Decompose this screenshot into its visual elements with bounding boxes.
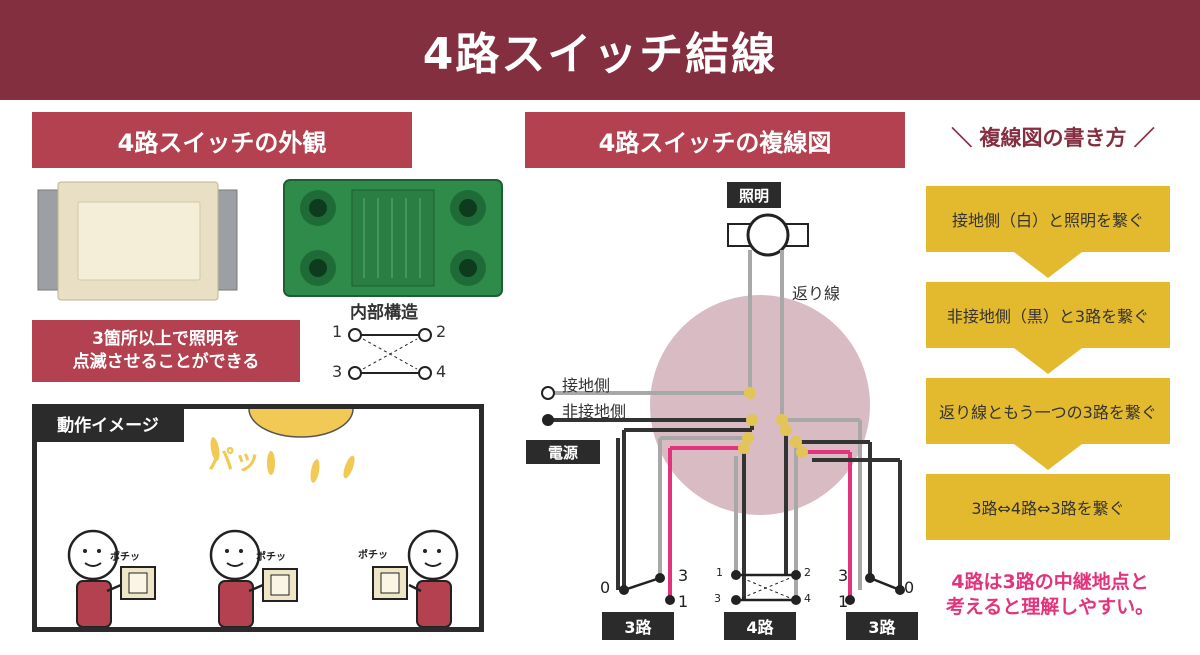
step-3-box: 返り線ともう一つの3路を繋ぐ xyxy=(926,378,1170,444)
note-text: 4路は3路の中継地点と 考えると理解しやすい。 xyxy=(926,570,1174,620)
light-sound-text: パッ xyxy=(208,446,261,476)
description-line-1: 3箇所以上で照明を xyxy=(92,329,240,349)
4way-terminal-1: 1 xyxy=(716,566,723,579)
description-box: 3箇所以上で照明を 点滅させることができる xyxy=(32,320,300,382)
howto-title: ＼ 複線図の書き方 ／ xyxy=(951,126,1155,150)
appearance-section-title: 4路スイッチの外観 xyxy=(32,112,412,168)
left-3way-terminal-0: 0 xyxy=(600,578,611,597)
terminal-1-label: 1 xyxy=(332,322,343,341)
power-label: 電源 xyxy=(526,440,600,464)
operation-illustration xyxy=(67,409,459,627)
right-3way-terminal-1: 1 xyxy=(838,592,849,611)
terminal-4-label: 4 xyxy=(436,362,447,381)
4way-terminal-3: 3 xyxy=(714,592,721,605)
step-3-arrow xyxy=(1014,444,1082,470)
left-3way-terminal-1: 1 xyxy=(678,592,689,611)
right-3way-terminal-0: 0 xyxy=(904,578,915,597)
junction-box-circle xyxy=(650,295,870,515)
terminal-2-label: 2 xyxy=(436,322,447,341)
step-2-text: 非接地側（黒）と3路を繋ぐ xyxy=(946,307,1150,326)
operation-image-frame xyxy=(32,404,484,632)
note-line-2: 考えると理解しやすい。 xyxy=(945,596,1155,618)
internal-structure-label: 内部構造 xyxy=(350,303,418,323)
ground-side-label: 接地側 xyxy=(562,376,611,395)
wiring-diagram-title: 4路スイッチの複線図 xyxy=(525,112,905,168)
nonground-side-label: 非接地側 xyxy=(562,402,627,421)
switch-front-image xyxy=(37,181,238,301)
light-bulb xyxy=(746,213,790,257)
wiring-diagram xyxy=(541,213,905,605)
return-wire-label: 返り線 xyxy=(792,284,841,303)
right-3way-label: 3路 xyxy=(846,612,918,640)
step-1-arrow xyxy=(1014,252,1082,278)
step-3-text: 返り線ともう一つの3路を繋ぐ xyxy=(939,403,1157,422)
onomatopoeia-1: ポチッ xyxy=(110,552,140,563)
4way-terminal-2: 2 xyxy=(804,566,811,579)
left-3way-terminal-3: 3 xyxy=(678,566,689,585)
description-line-2: 点滅させることができる xyxy=(72,352,260,372)
page-header: 4路スイッチ結線 xyxy=(0,0,1200,100)
left-3way-label: 3路 xyxy=(602,612,674,640)
page-title: 4路スイッチ結線 xyxy=(422,29,778,80)
step-1-text: 接地側（白）と照明を繋ぐ xyxy=(951,211,1144,230)
operation-image-title: 動作イメージ xyxy=(32,404,184,442)
note-line-1: 4路は3路の中継地点と xyxy=(951,571,1149,593)
step-1-box: 接地側（白）と照明を繋ぐ xyxy=(926,186,1170,252)
step-2-arrow xyxy=(1014,348,1082,374)
onomatopoeia-2: ポチッ xyxy=(256,552,286,563)
step-4-text: 3路⇔4路⇔3路を繋ぐ xyxy=(971,499,1125,518)
4way-terminal-4: 4 xyxy=(804,592,811,605)
4way-label: 4路 xyxy=(724,612,796,640)
switch-back-image xyxy=(283,179,503,297)
right-3way-terminal-3: 3 xyxy=(838,566,849,585)
internal-structure-diagram xyxy=(348,328,432,380)
step-2-box: 非接地側（黒）と3路を繋ぐ xyxy=(926,282,1170,348)
wiring-diagram-title-text: 4路スイッチの複線図 xyxy=(598,128,832,157)
appearance-title-text: 4路スイッチの外観 xyxy=(117,128,327,157)
light-label: 照明 xyxy=(727,182,781,208)
step-4-box: 3路⇔4路⇔3路を繋ぐ xyxy=(926,474,1170,540)
onomatopoeia-3: ポチッ xyxy=(358,550,388,561)
terminal-3-label: 3 xyxy=(332,362,343,381)
